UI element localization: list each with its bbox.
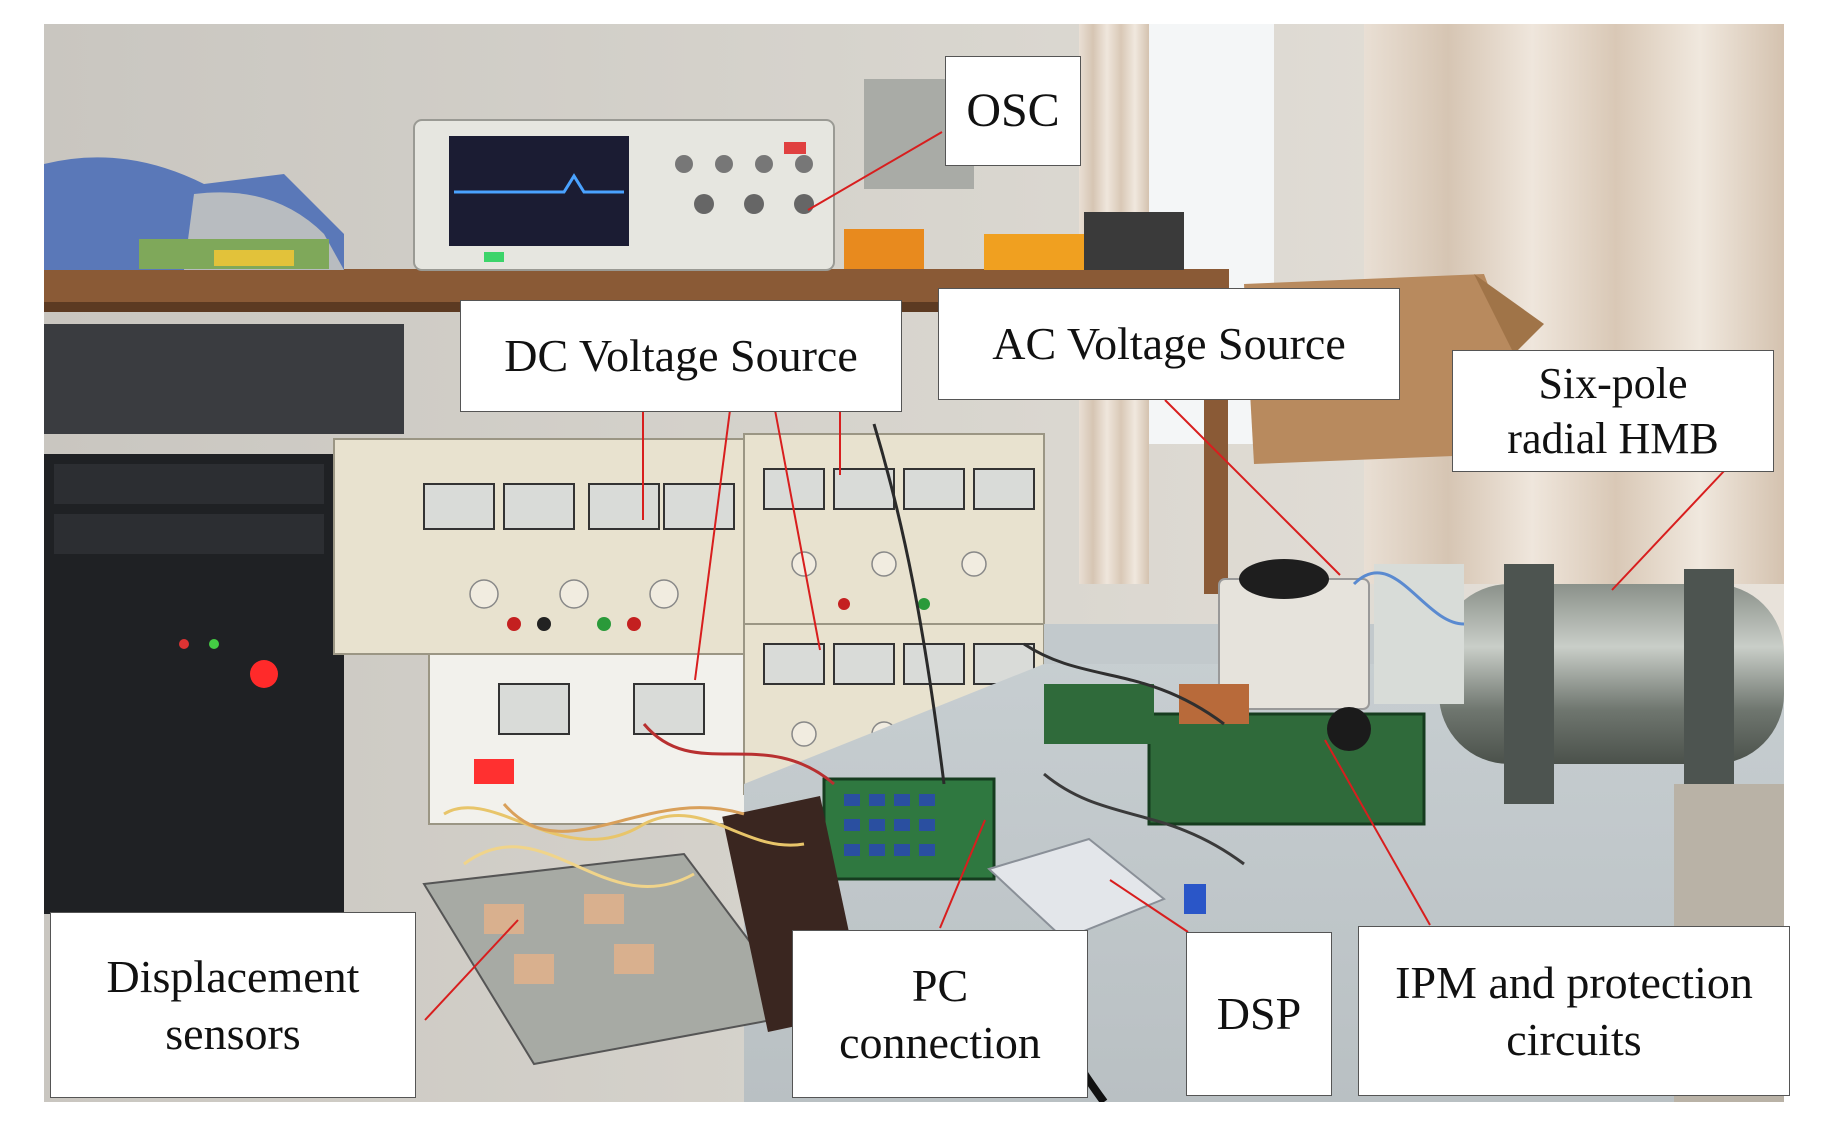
label-dsp: DSP (1186, 932, 1332, 1096)
label-pc-line1: PC (911, 959, 969, 1011)
label-displacement-sensors: Displacement sensors (50, 912, 416, 1098)
label-osc-text: OSC (966, 84, 1060, 137)
label-ipm-line1: IPM and protection (1395, 956, 1753, 1008)
label-ac-voltage-source: AC Voltage Source (938, 288, 1400, 400)
label-ipm-line2: circuits (1506, 1014, 1642, 1065)
label-dsp-text: DSP (1216, 988, 1302, 1040)
label-ac-text: AC Voltage Source (992, 318, 1346, 370)
label-six-pole-radial-hmb: Six-pole radial HMB (1452, 350, 1774, 472)
label-pc-line2: connection (839, 1017, 1041, 1068)
label-sensors-line1: Displacement (106, 950, 360, 1002)
label-dc-text: DC Voltage Source (504, 330, 858, 382)
label-hmb-line1: Six-pole (1538, 359, 1688, 408)
label-dc-voltage-source: DC Voltage Source (460, 300, 902, 412)
label-ipm-protection-circuits: IPM and protection circuits (1358, 926, 1790, 1096)
label-sensors-line2: sensors (165, 1008, 301, 1059)
label-osc: OSC (945, 56, 1081, 166)
label-hmb-line2: radial HMB (1507, 414, 1719, 463)
label-pc-connection: PC connection (792, 930, 1088, 1098)
